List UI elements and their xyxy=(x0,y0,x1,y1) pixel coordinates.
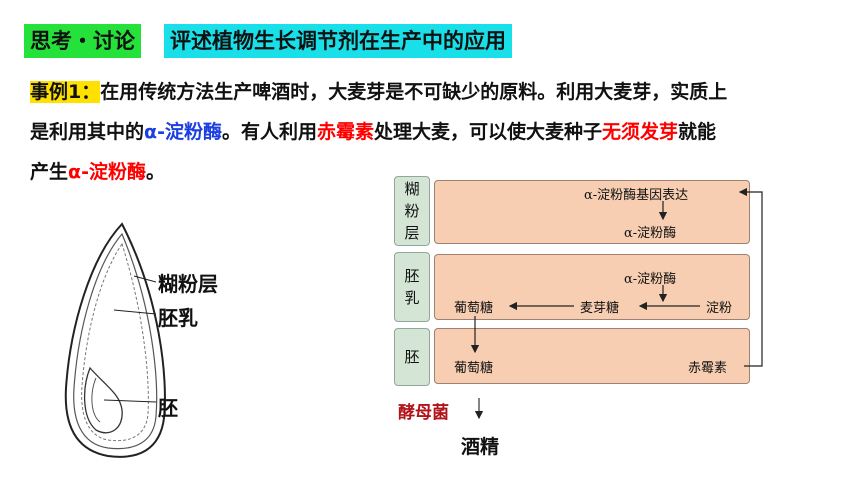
no-germination-highlight: 无须发芽 xyxy=(602,121,679,143)
side-endosperm: 胚乳 xyxy=(394,252,430,322)
aleurone-label: 糊粉层 xyxy=(158,272,218,296)
panel-embryo xyxy=(434,328,750,384)
case-line-2: 是利用其中的α-淀粉酶。有人利用赤霉素处理大麦，可以使大麦种子无须发芽就能 xyxy=(30,112,830,152)
case-line-1: 事例1：在用传统方法生产啤酒时，大麦芽是不可缺少的原料。利用大麦芽，实质上 xyxy=(30,72,830,112)
starch-text: 淀粉 xyxy=(706,301,733,316)
panel-endosperm xyxy=(434,254,750,320)
endosperm-label: 胚乳 xyxy=(158,306,198,330)
case-line-3: 产生α-淀粉酶。 xyxy=(30,152,830,192)
case-text-2: 是利用其中的 xyxy=(30,121,145,143)
enzyme-text-b: α-淀粉酶 xyxy=(624,272,677,287)
case-text-3: 。有人利用 xyxy=(221,121,317,143)
panel-aleurone xyxy=(434,180,750,244)
case-text-5: 就能 xyxy=(678,121,717,143)
gibberellin-text: 赤霉素 xyxy=(688,361,728,376)
side-aleurone: 糊粉层 xyxy=(394,176,430,246)
case-text-4: 处理大麦，可以使大麦种子 xyxy=(374,121,603,143)
glucose-text-2: 葡萄糖 xyxy=(454,361,494,376)
case-text-1: 在用传统方法生产啤酒时，大麦芽是不可缺少的原料。利用大麦芽，实质上 xyxy=(100,81,728,103)
enzyme-highlight: α-淀粉酶 xyxy=(144,121,222,143)
case-label: 事例1： xyxy=(30,81,101,103)
side-embryo: 胚 xyxy=(394,328,430,386)
alcohol-label: 酒精 xyxy=(461,436,500,458)
maltose-text: 麦芽糖 xyxy=(580,301,620,316)
case-text-6: 产生 xyxy=(30,161,69,183)
embryo-label: 胚 xyxy=(158,396,178,420)
gene-expression-text: α-淀粉酶基因表达 xyxy=(584,188,689,203)
topic-title: 评述植物生长调节剂在生产中的应用 xyxy=(164,24,512,58)
gibberellin-highlight: 赤霉素 xyxy=(316,121,374,143)
case-text-7: 。 xyxy=(145,161,165,183)
yeast-label: 酵母菌 xyxy=(398,403,449,423)
discussion-title: 思考・讨论 xyxy=(24,24,141,58)
seed-illustration xyxy=(64,222,166,458)
enzyme-text-a: α-淀粉酶 xyxy=(624,226,677,241)
glucose-text-1: 葡萄糖 xyxy=(454,301,494,316)
enzyme-highlight-2: α-淀粉酶 xyxy=(68,161,146,183)
